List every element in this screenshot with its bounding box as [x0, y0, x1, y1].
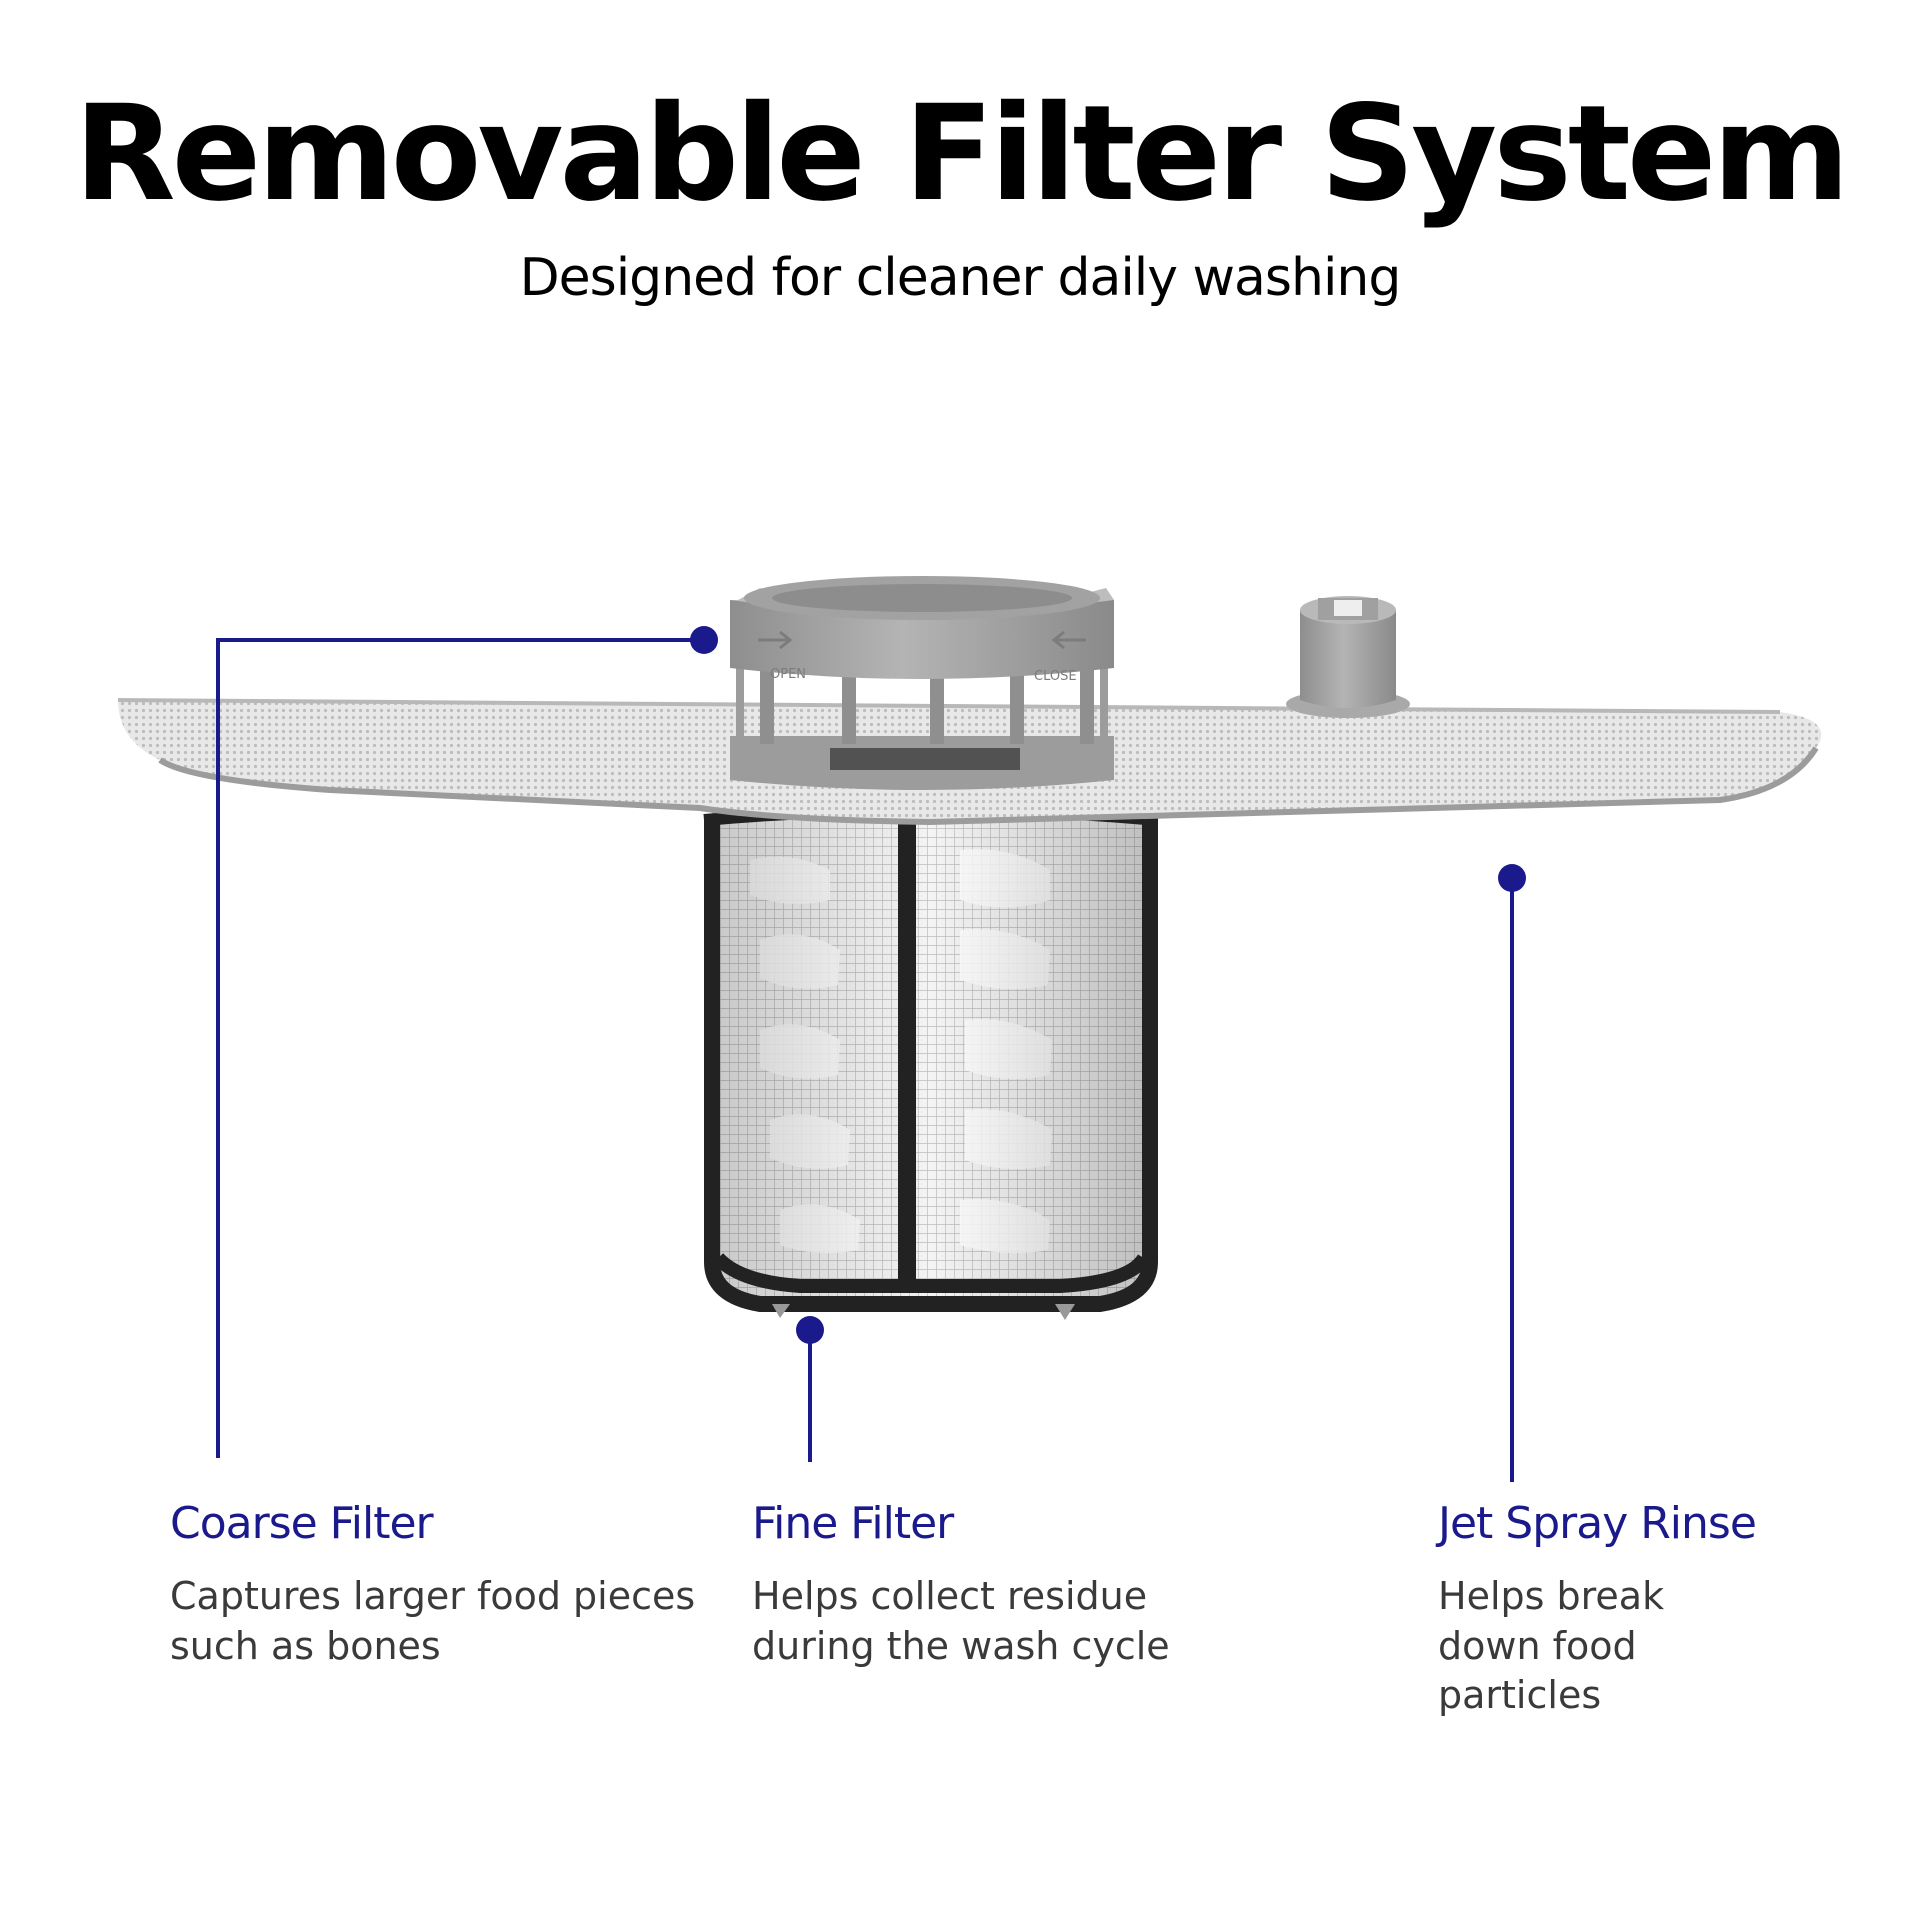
feature-description: Helps collect residue during the wash cy… [752, 1574, 1170, 1668]
feature-coarse-filter: Coarse Filter Captures larger food piece… [170, 1498, 730, 1671]
coarse-filter-callout-line [216, 638, 704, 1458]
feature-title: Coarse Filter [170, 1498, 434, 1549]
coarse-filter-callout [216, 626, 718, 1458]
page-title: Removable Filter System [74, 77, 1850, 231]
feature-title: Jet Spray Rinse [1438, 1498, 1757, 1549]
fine-filter-callout [796, 1316, 824, 1462]
feature-fine-filter: Fine Filter Helps collect residue during… [752, 1498, 1272, 1671]
jet-spray-callout [1498, 864, 1526, 1482]
page-subtitle: Designed for cleaner daily washing [519, 248, 1402, 308]
twist-lock-cap: OPEN CLOSE [730, 576, 1114, 790]
feature-title: Fine Filter [752, 1498, 954, 1549]
feature-description: Helps break down food particles [1438, 1574, 1665, 1718]
fine-filter-basket [703, 804, 1159, 1320]
feature-description: Captures larger food pieces such as bone… [170, 1574, 696, 1668]
cap-open-label: OPEN [770, 667, 806, 682]
feature-jet-spray-rinse: Jet Spray Rinse Helps break down food pa… [1438, 1498, 1778, 1721]
cap-close-label: CLOSE [1034, 669, 1077, 684]
spray-nozzle [1286, 596, 1410, 718]
